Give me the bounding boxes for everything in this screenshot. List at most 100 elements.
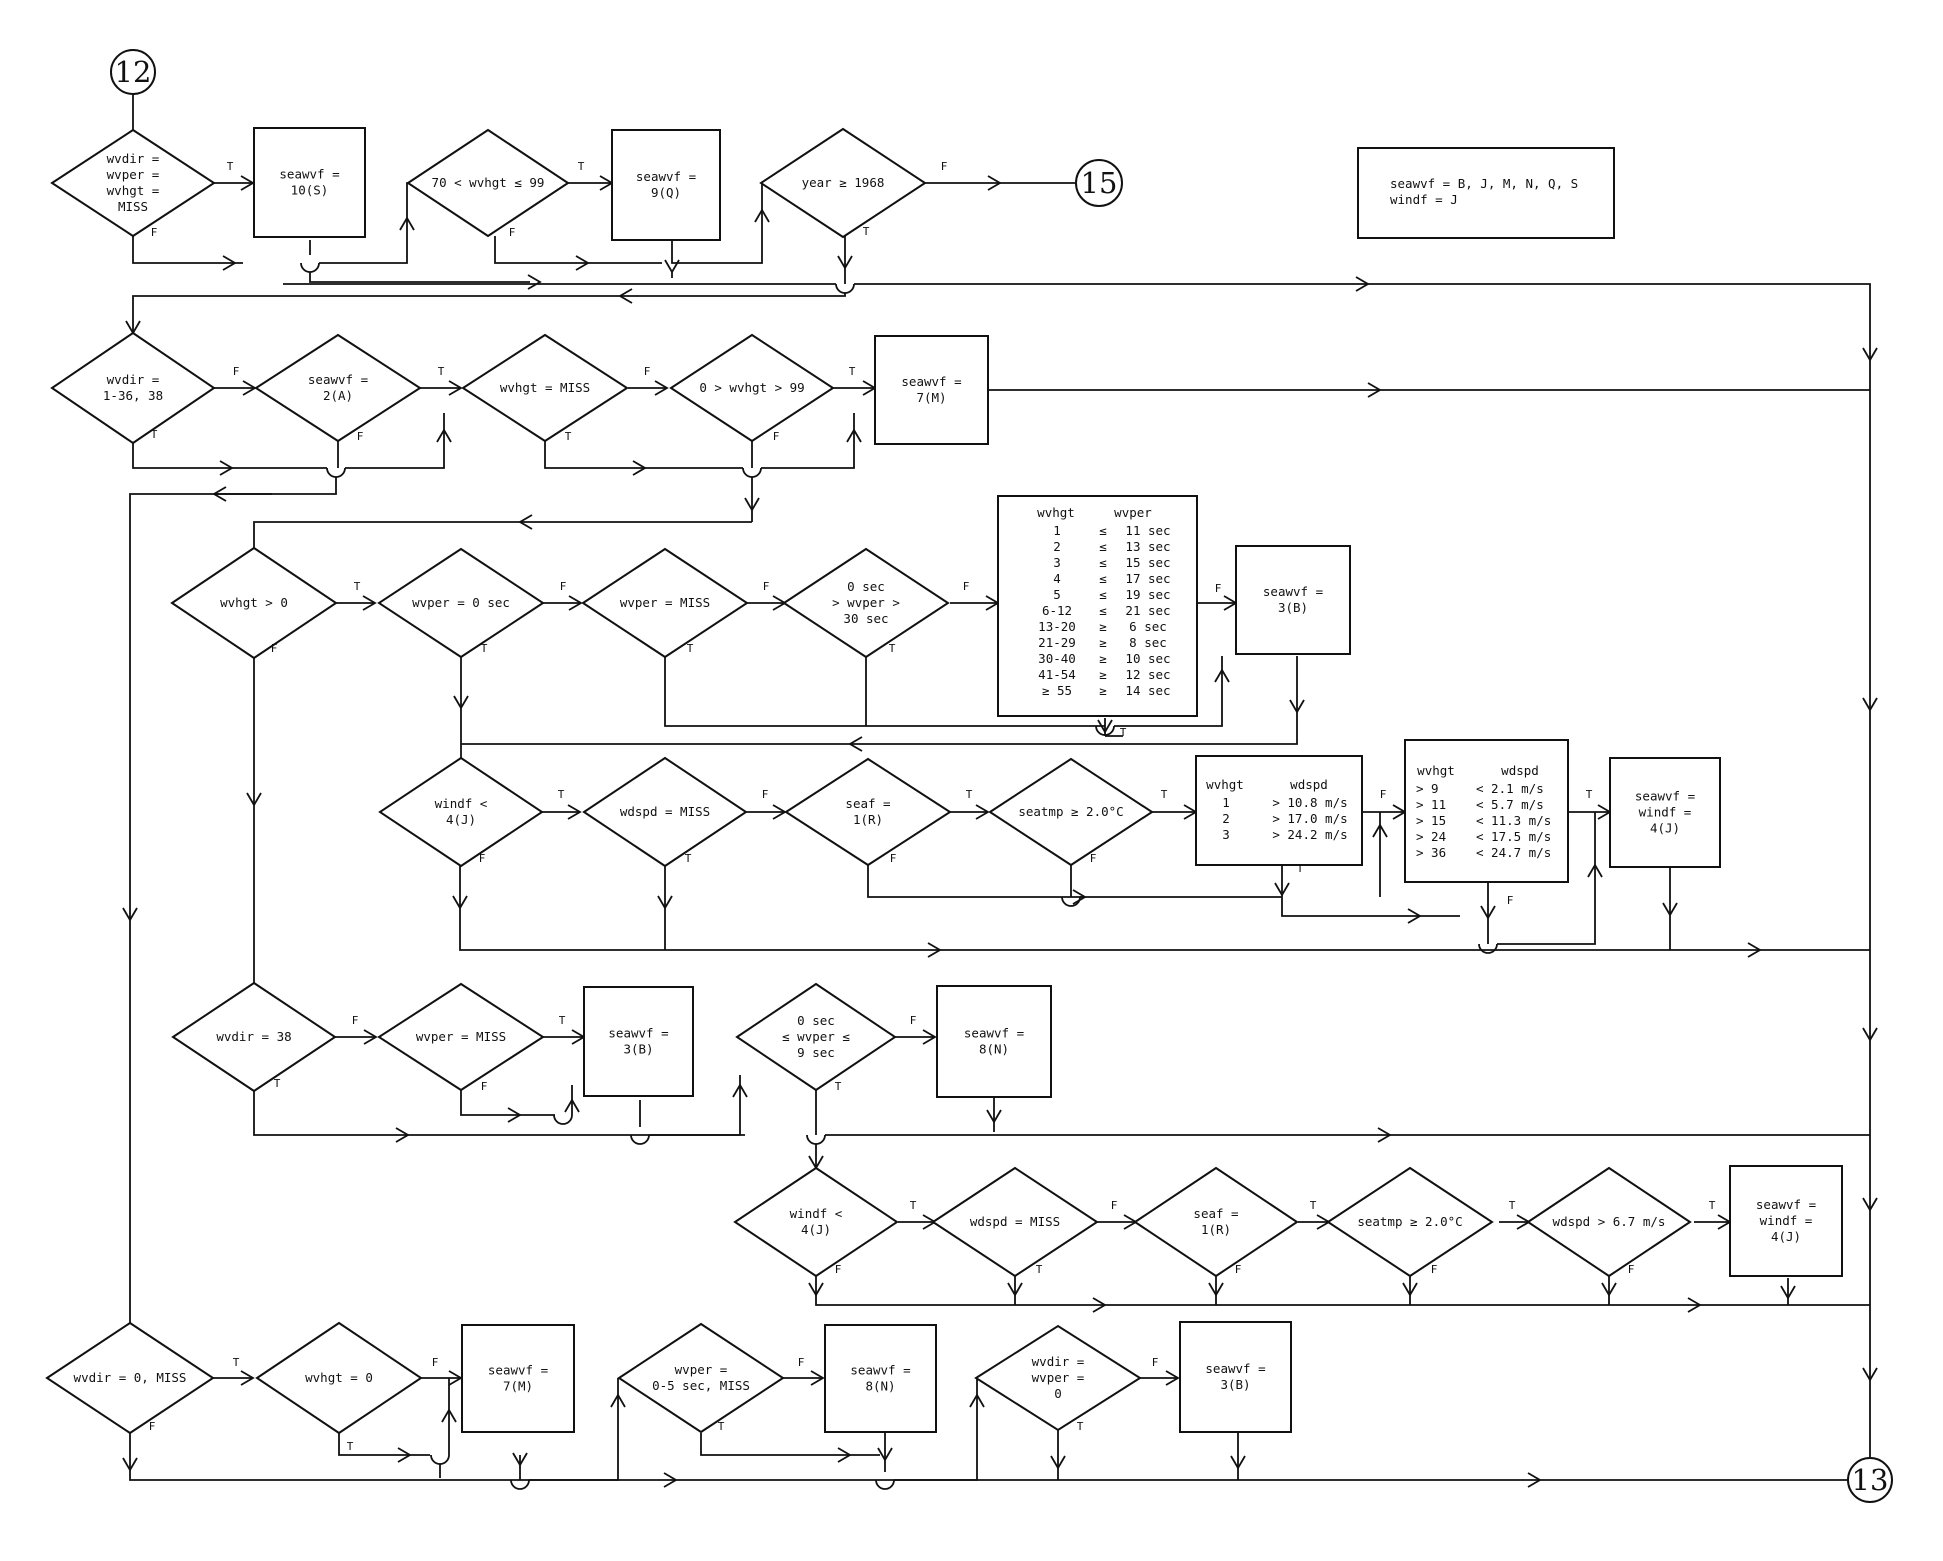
process-seawvf-8n-text: seawvf = [964, 1026, 1024, 1041]
decision-wvhgt-0-99-text: 0 > wvhgt > 99 [699, 380, 804, 395]
arrow-head [810, 1370, 825, 1386]
arrow-head [1165, 1370, 1180, 1386]
branch-label-t: T [233, 1356, 240, 1369]
flow-line [815, 1276, 1870, 1306]
decision-wvhgt-0-shape [255, 1321, 423, 1435]
decision-wvper-miss-2-text: wvper = MISS [416, 1029, 506, 1044]
decision-windf-lt-4j: windf <4(J) [378, 756, 544, 868]
decision-wvdir-wvper-wvhgt-miss: wvdir =wvper =wvhgt =MISS [50, 128, 216, 238]
table-cell: 1 [1053, 523, 1061, 538]
process-seawvf-windf-4j-2-text: 4(J) [1771, 1229, 1801, 1244]
process-seawvf-7m-2: seawvf =7(M) [461, 1324, 575, 1433]
branch-label-f: F [151, 226, 158, 239]
arrow-head [1377, 1127, 1392, 1143]
table-cell: 4 [1053, 571, 1061, 586]
branch-label-f: F [1628, 1263, 1635, 1276]
arrow-head [1662, 902, 1678, 917]
process-seawvf-8n-2-shape [824, 1324, 937, 1433]
decision-windf-lt-4j-2: windf <4(J) [733, 1166, 899, 1278]
arrow-head [448, 380, 463, 396]
table-cell: 21 sec [1125, 603, 1170, 618]
arrow-head [397, 1447, 412, 1463]
branch-label-t: T [849, 365, 856, 378]
process-seawvf-9q-text: 9(Q) [651, 185, 681, 200]
flow-line [309, 272, 530, 283]
arrow-head [969, 1393, 985, 1408]
arrow-head [362, 595, 377, 611]
decision-wvdir-wvper-wvhgt-miss-text: wvper = [107, 167, 160, 182]
decision-year-1968: year ≥ 1968 [759, 127, 927, 239]
arrow-head [1372, 823, 1388, 838]
decision-seaf-1r-text: seaf = [845, 796, 890, 811]
arrow-head [732, 1083, 748, 1098]
decision-wvhgt-70-99: 70 < wvhgt ≤ 99 [406, 128, 570, 238]
line-jump [630, 1134, 650, 1145]
table-cell: > 17.0 m/s [1272, 811, 1347, 826]
table-cell: > 11 [1416, 797, 1446, 812]
arrow-head [1230, 1455, 1246, 1470]
connector-13-label: 13 [1852, 1463, 1889, 1497]
decision-wvhgt-0: wvhgt = 0 [255, 1321, 423, 1435]
connector-15-label: 15 [1081, 166, 1118, 200]
flow-line [132, 236, 243, 264]
branch-label-t: T [1310, 1199, 1317, 1212]
decision-wvper-0-30-sec: 0 sec> wvper >30 sec [782, 547, 950, 659]
process-seawvf-windf-4j-2-text: seawvf = [1756, 1197, 1816, 1212]
table-cell: < 24.7 m/s [1476, 845, 1551, 860]
line-jump [875, 1479, 895, 1490]
decision-wvhgt-70-99-text: 70 < wvhgt ≤ 99 [432, 175, 545, 190]
table-cell: < 17.5 m/s [1476, 829, 1551, 844]
decision-wvhgt-gt-0-shape [170, 546, 338, 660]
decision-wvhgt-70-99-shape [406, 128, 570, 238]
arrow-head [610, 1393, 626, 1408]
decision-seatmp-2c: seatmp ≥ 2.0°C [988, 757, 1154, 867]
decision-windf-lt-4j-2-text: 4(J) [801, 1222, 831, 1237]
table-cell: ≤ [1099, 571, 1107, 586]
flow-line [129, 1433, 1855, 1481]
process-seawvf-3b-3-text: 3(B) [1220, 1377, 1250, 1392]
decision-seatmp-2c-2-shape [1326, 1166, 1494, 1278]
process-seawvf-3b: seawvf =3(B) [1235, 545, 1351, 655]
table-cell: 19 sec [1125, 587, 1170, 602]
decision-wvper-0-sec: wvper = 0 sec [377, 547, 545, 659]
process-seawvf-7m-text: seawvf = [901, 374, 961, 389]
branch-label-t: T [1120, 726, 1127, 739]
decision-wvdir-wvper-0-text: wvper = [1032, 1370, 1085, 1385]
table-cell: 1 [1222, 795, 1230, 810]
arrow-head [1862, 1197, 1878, 1212]
decision-wvdir-wvper-wvhgt-miss-shape [50, 128, 216, 238]
table-cell: 8 sec [1129, 635, 1167, 650]
flow-line [1497, 812, 1596, 945]
legend-line-2: windf = J [1390, 192, 1458, 207]
connector-lines [122, 94, 1878, 1490]
table-cell: 3 [1053, 555, 1061, 570]
branch-label-f: F [910, 1014, 917, 1027]
decision-seaf-1r-2-text: 1(R) [1201, 1222, 1231, 1237]
table-cell: 3 [1222, 827, 1230, 842]
decision-seaf-1r: seaf =1(R) [784, 757, 952, 867]
branch-label-f: F [357, 430, 364, 443]
decision-wvhgt-0-99-shape [669, 333, 835, 443]
process-seawvf-7m-2-text: 7(M) [503, 1379, 533, 1394]
branch-label-f: F [352, 1014, 359, 1027]
process-seawvf-windf-4j-2: seawvf =windf =4(J) [1729, 1165, 1843, 1277]
decision-wvper-0-9-sec: 0 sec≤ wvper ≤9 sec [735, 982, 897, 1092]
process-seawvf-10s-text: 10(S) [291, 183, 329, 198]
arrow-head [527, 274, 542, 290]
decision-seawvf-2a: seawvf =2(A) [254, 333, 422, 443]
arrow-head [122, 1457, 138, 1472]
decision-wvhgt-0-text: wvhgt = 0 [305, 1370, 373, 1385]
process-seawvf-8n: seawvf =8(N) [936, 985, 1052, 1098]
decision-wvper-miss-2-shape [377, 982, 545, 1092]
process-seawvf-windf-4j: seawvf =windf =4(J) [1609, 757, 1721, 868]
process-seawvf-windf-4j-2-shape [1729, 1165, 1843, 1277]
line-jump [510, 1479, 530, 1490]
connector-12: 12 [110, 49, 156, 95]
table-cell: 10 sec [1125, 651, 1170, 666]
decision-wvper-0-sec-text: wvper = 0 sec [412, 595, 510, 610]
table-cell: ≥ [1099, 651, 1107, 666]
legend-shape [1357, 147, 1615, 239]
decision-wvhgt-miss-shape [461, 333, 629, 443]
arrow-head [240, 1370, 255, 1386]
